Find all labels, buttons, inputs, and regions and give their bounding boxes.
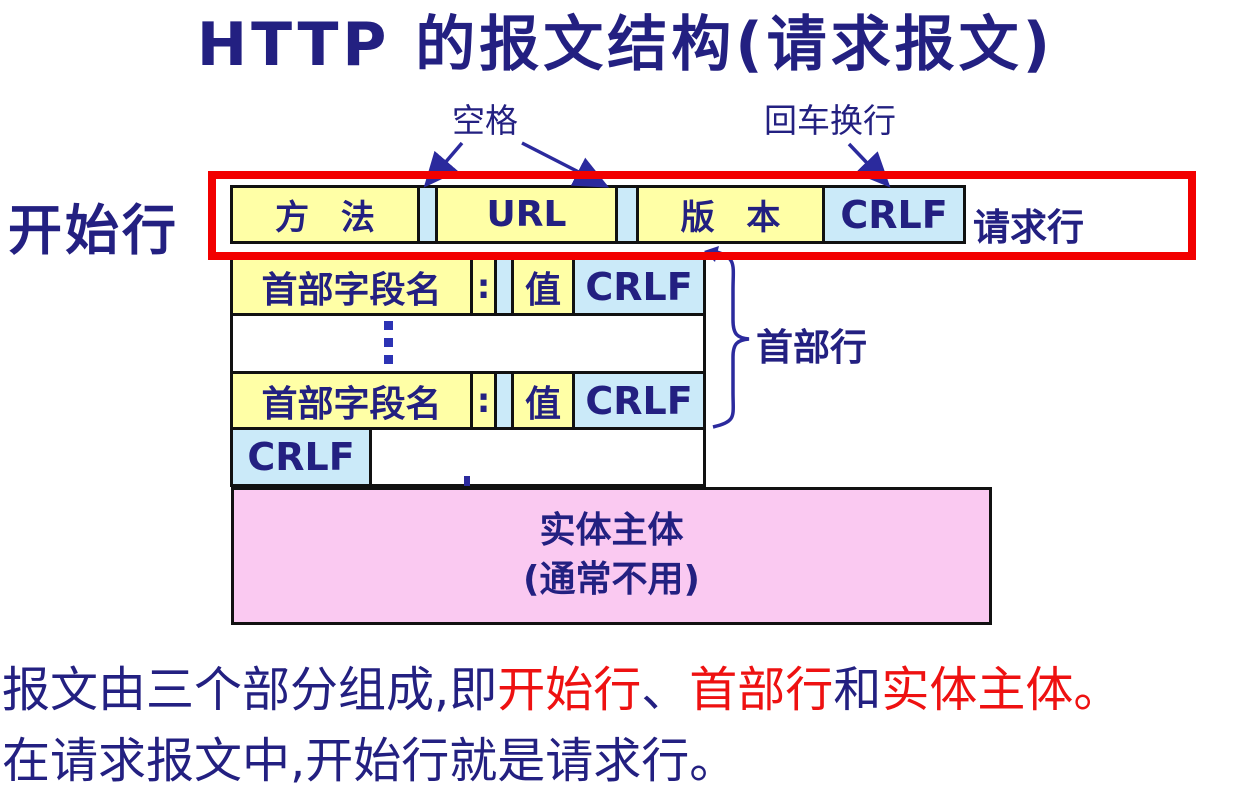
footer-line1-seg-5: 实体主体。: [881, 662, 1122, 718]
value-box-2: 值: [511, 371, 575, 430]
space-pointer-line-right: [521, 141, 610, 188]
footer-line1-seg-0: 报文由三个部分组成,即: [2, 662, 498, 718]
version-box: 版 本: [636, 185, 825, 244]
footer-line-2: 在请求报文中,开始行就是请求行。: [2, 733, 738, 789]
request-line-label: 请求行: [973, 206, 1084, 249]
footer-line1-seg-3: 首部行: [689, 662, 834, 718]
crlf-annotation-label: 回车换行: [764, 101, 896, 140]
footer-line1-seg-4: 和: [833, 662, 882, 718]
url-box: URL: [435, 185, 618, 244]
footer-line1-seg-1: 开始行: [497, 662, 642, 718]
entity-body-title: 实体主体: [539, 510, 684, 552]
value-box-1: 值: [511, 257, 575, 316]
space-pointer-line-left: [423, 141, 464, 188]
header-crlf-box-2: CRLF: [572, 371, 706, 430]
crlf-pointer-line: [847, 142, 891, 188]
header-crlf-box-1: CRLF: [572, 257, 706, 316]
colon-box-1: :: [470, 257, 497, 316]
header-lines-brace: [712, 250, 750, 429]
blank-line-crlf-box: CRLF: [230, 427, 372, 487]
entity-body-note: (通常不用): [523, 559, 700, 600]
header-field-name-box-2: 首部字段名: [230, 371, 473, 430]
header-field-name-box-1: 首部字段名: [230, 257, 473, 316]
brace-arrow-tip: [704, 246, 719, 262]
footer-line1-seg-2: 、: [641, 662, 690, 718]
page-title: HTTP 的报文结构(请求报文): [196, 10, 1055, 80]
colon-box-2: :: [470, 371, 497, 430]
space-annotation-label: 空格: [452, 101, 518, 140]
method-box: 方 法: [230, 185, 420, 244]
request-line-crlf-box: CRLF: [822, 185, 966, 244]
start-line-label: 开始行: [8, 199, 179, 262]
ellipsis-dots: [384, 321, 393, 364]
footer-line-1: 报文由三个部分组成,即开始行、首部行和实体主体。: [2, 650, 1121, 720]
header-lines-label: 首部行: [756, 326, 867, 369]
entity-body-box: 实体主体 (通常不用): [231, 487, 992, 625]
ellipsis-row: [230, 313, 706, 374]
